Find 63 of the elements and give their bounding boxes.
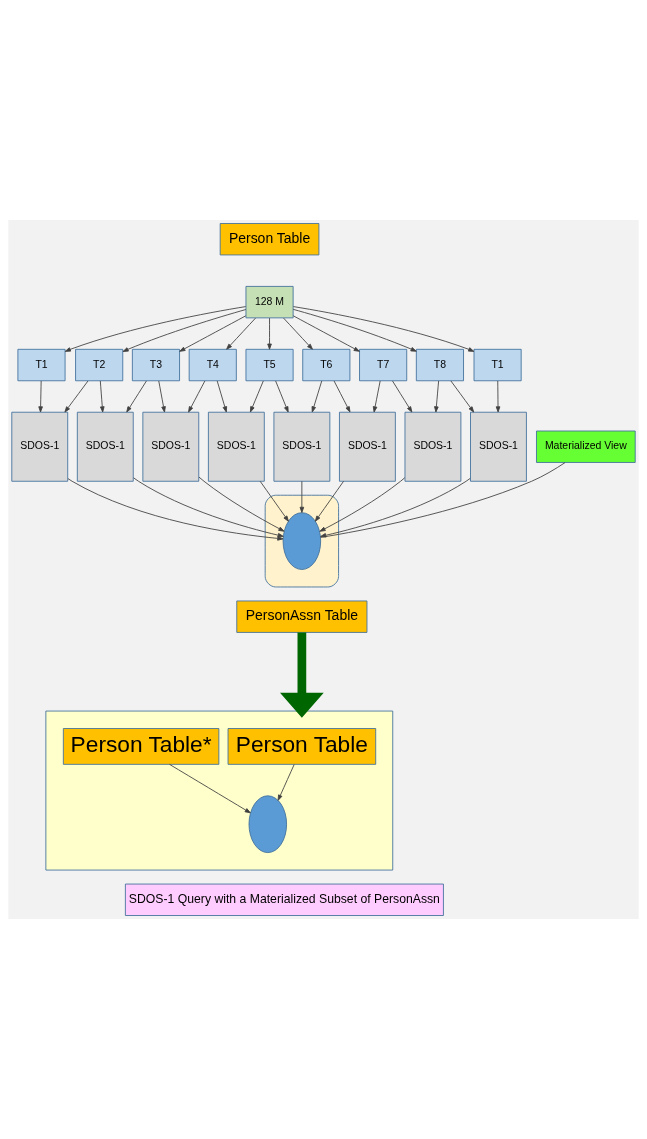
arrow [226,317,256,350]
node-box: SDOS-1 [207,411,265,482]
arrow [158,380,166,413]
arrow [198,476,285,532]
node-box: T4 [188,348,237,382]
arrow [320,478,471,538]
connector [320,462,566,538]
node-box: T2 [75,348,124,382]
arrow [122,309,247,352]
node-box: 128 M [245,285,294,319]
arrow [169,763,251,814]
arrow [434,380,440,413]
arrow [99,380,105,413]
arrow [267,317,272,350]
node-box: T7 [359,348,408,382]
arrow [275,380,289,413]
node-box: SDOS-1 [11,411,69,482]
arrow [495,380,501,413]
node-box: SDOS-1 [142,411,200,482]
arrow [333,380,351,413]
arrow [67,478,284,541]
arrow [249,380,264,413]
node-box: T6 [302,348,351,382]
node-box: PersonAssn Table [236,600,368,633]
cluster [45,710,394,871]
node-box: T5 [245,348,294,382]
arrow [319,477,406,532]
arrow [277,764,295,801]
arrow [292,306,475,352]
arrow [38,380,43,413]
arrow [188,380,206,413]
arrow [133,477,284,538]
arrow [450,380,475,413]
node-box: SDOS-1 [76,411,134,482]
arrow [280,632,324,718]
node-box: Person Table [219,223,320,256]
arrow [216,380,228,413]
arrow [64,306,247,352]
arrow [292,308,417,352]
node-box: Materialized View [536,430,636,463]
node-box: SDOS-1 [339,411,396,482]
arrow [299,480,305,513]
arrow [392,380,413,413]
arrow [314,480,344,522]
node-box: Person Table [227,728,377,765]
node-box: SDOS-1 [470,411,527,482]
arrow [311,380,323,413]
node-box: T8 [415,348,464,382]
arrow [179,315,247,352]
arrow [259,480,289,522]
node-box: T1 [17,348,66,382]
node-box: SDOS-1 [273,411,331,482]
arrow [283,317,313,350]
arrow [292,315,360,352]
node-box: T1 [473,348,522,382]
cluster [264,494,339,588]
node-box: Person Table* [62,728,220,765]
node-box: SDOS-1 Query with a Materialized Subset of PersonAssn [124,883,444,916]
arrow [372,380,381,413]
arrow [64,380,89,413]
node-box: T3 [131,348,180,382]
arrow [126,380,147,413]
node-box: SDOS-1 [404,411,462,482]
